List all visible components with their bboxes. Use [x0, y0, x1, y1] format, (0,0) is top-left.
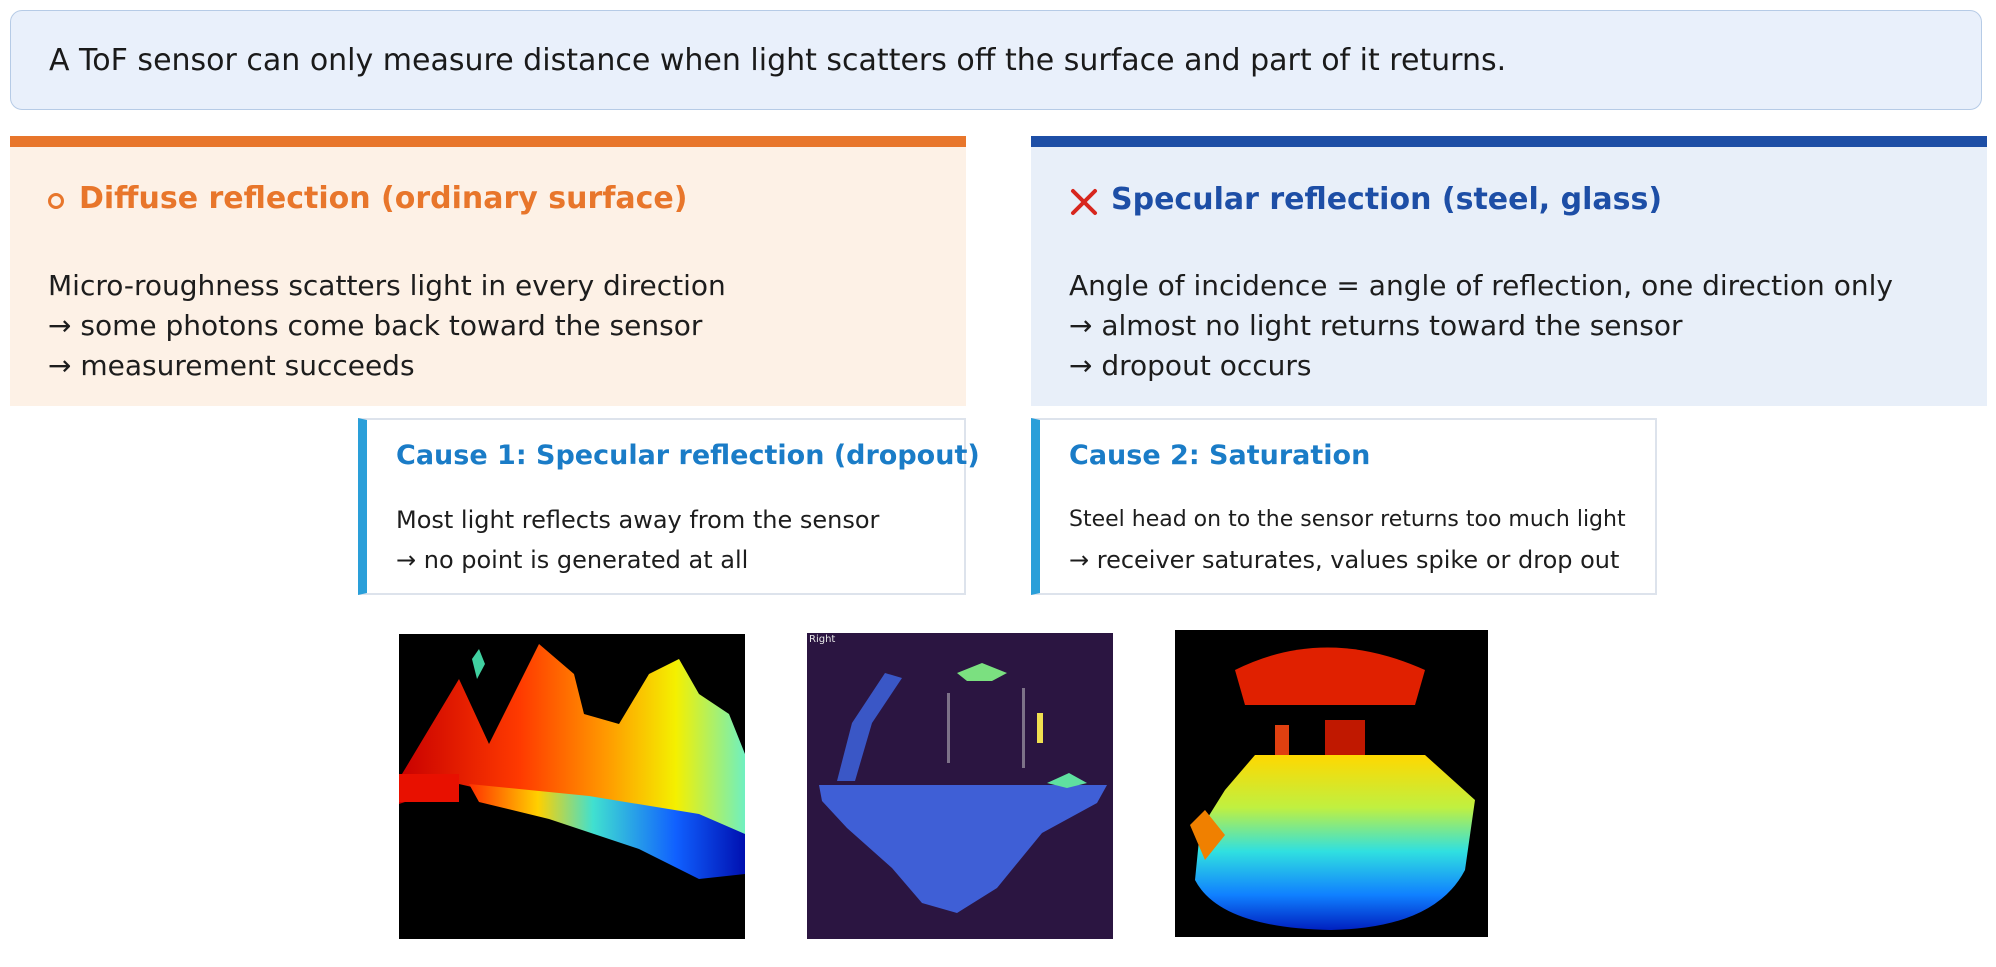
cross-icon [1071, 189, 1097, 215]
specular-panel-title: Specular reflection (steel, glass) [1111, 181, 1663, 217]
point-cloud-image-specular: Right [807, 633, 1113, 939]
cause-line: Most light reflects away from the sensor [396, 506, 880, 534]
point-cloud-image-diffuse [399, 634, 745, 939]
summary-banner: A ToF sensor can only measure distance w… [10, 10, 1982, 110]
point-cloud-image-saturation [1175, 630, 1488, 937]
specular-panel-header: Specular reflection (steel, glass) [1069, 181, 1662, 217]
cause-line: → no point is generated at all [396, 546, 749, 574]
diffuse-line: → measurement succeeds [48, 349, 415, 382]
diffuse-panel-title: Diffuse reflection (ordinary surface) [79, 181, 688, 216]
diffuse-line: Micro-roughness scatters light in every … [48, 269, 726, 302]
specular-line: → almost no light returns toward the sen… [1069, 309, 1683, 342]
specular-line: Angle of incidence = angle of reflection… [1069, 269, 1893, 302]
specular-line: → dropout occurs [1069, 349, 1312, 382]
specular-panel-body: Angle of incidence = angle of reflection… [1069, 266, 1893, 386]
view-label: Right [809, 634, 836, 645]
diffuse-line: → some photons come back toward the sens… [48, 309, 703, 342]
summary-text: A ToF sensor can only measure distance w… [49, 42, 1507, 78]
cause-title: Cause 2: Saturation [1069, 440, 1371, 471]
specular-reflection-panel: Specular reflection (steel, glass) Angle… [1031, 136, 1987, 406]
cause-line: Steel head on to the sensor returns too … [1069, 507, 1626, 532]
cause-title: Cause 1: Specular reflection (dropout) [396, 440, 980, 471]
cause-saturation-card: Cause 2: Saturation Steel head on to the… [1031, 418, 1657, 595]
cause-body: Most light reflects away from the sensor… [396, 500, 879, 580]
diffuse-panel-header: Diffuse reflection (ordinary surface) [48, 181, 687, 216]
cause-body: Steel head on to the sensor returns too … [1069, 500, 1626, 580]
cause-line: → receiver saturates, values spike or dr… [1069, 546, 1620, 574]
diffuse-reflection-panel: Diffuse reflection (ordinary surface) Mi… [10, 136, 966, 406]
circle-outline-icon [48, 192, 64, 209]
diffuse-panel-body: Micro-roughness scatters light in every … [48, 266, 726, 386]
cause-specular-card: Cause 1: Specular reflection (dropout) M… [358, 418, 980, 595]
